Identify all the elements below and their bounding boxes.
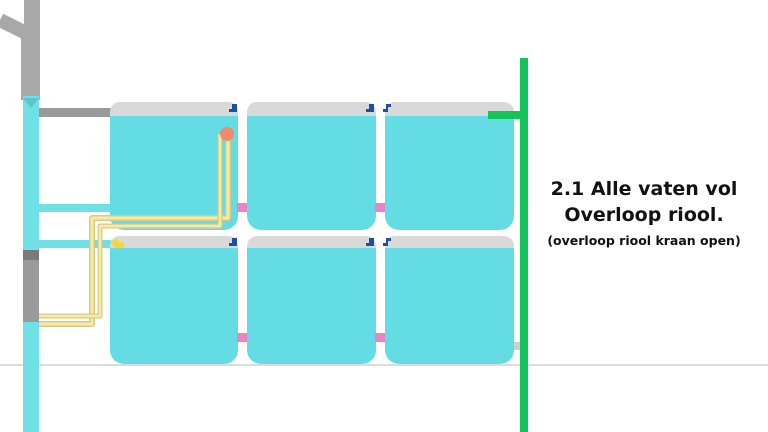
title-line-1: 2.1 Alle vaten vol [550, 178, 738, 200]
barrel-top-middle [247, 102, 376, 230]
main-downpipe [23, 96, 39, 432]
hose-inlet-fitting [110, 238, 124, 250]
barrel-bottom-left [110, 236, 238, 364]
connector-bottom-2 [375, 333, 385, 342]
drain-stub-bottom-right [514, 342, 520, 350]
feed-pipe-lower [39, 240, 111, 248]
connector-bottom-1 [237, 333, 247, 342]
title-line-2: Overloop riool. [564, 204, 724, 226]
feed-pipe-middle [39, 204, 111, 212]
diagram-title: 2.1 Alle vaten vol Overloop riool. [520, 176, 768, 228]
barrel-top-left [110, 102, 238, 230]
barrel-top-right [385, 102, 514, 230]
lid-fittings [229, 104, 391, 246]
connector-top-1 [237, 203, 247, 212]
barrel-bottom-middle [247, 236, 376, 364]
downspout-top [0, 0, 40, 100]
overflow-valve-icon [220, 127, 234, 141]
overflow-hose [39, 134, 231, 327]
barrel-bottom-right [385, 236, 514, 364]
sewer-overflow-pipe [488, 58, 528, 432]
connector-top-2 [375, 203, 385, 212]
diagram-subtitle: (overloop riool kraan open) [547, 233, 741, 248]
feed-pipe-top [39, 108, 111, 117]
